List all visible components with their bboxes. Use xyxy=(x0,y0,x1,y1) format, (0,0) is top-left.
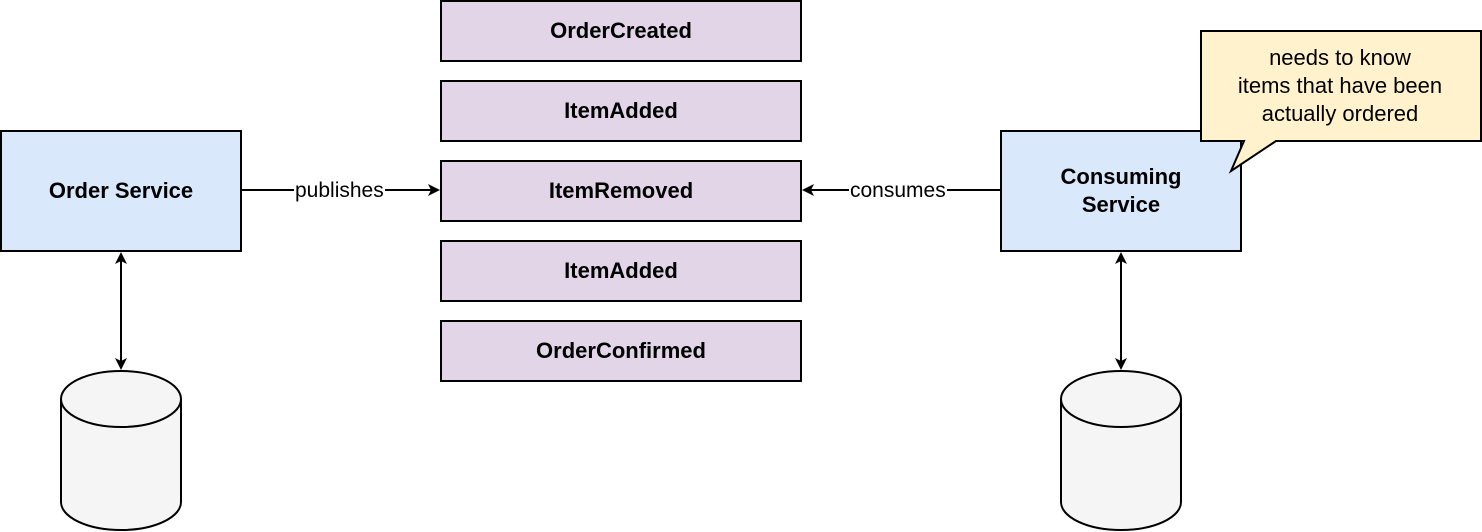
event-label: ItemAdded xyxy=(564,98,678,123)
event-label: OrderConfirmed xyxy=(536,338,706,363)
order-service-label: Order Service xyxy=(48,178,194,203)
callout-line-3: actually ordered xyxy=(1261,101,1419,126)
event-item-added-second: ItemAdded xyxy=(440,240,802,302)
consuming-service-label-line1: Consuming xyxy=(1060,164,1182,189)
consuming-database xyxy=(1060,370,1182,531)
publishes-label: publishes xyxy=(294,179,385,203)
callout-note: needs to know items that have been actua… xyxy=(1202,32,1478,140)
consuming-service-box: Consuming Service xyxy=(1000,130,1242,252)
event-label: ItemRemoved xyxy=(548,178,694,203)
event-item-removed: ItemRemoved xyxy=(440,160,802,222)
event-order-confirmed: OrderConfirmed xyxy=(440,320,802,382)
event-label: ItemAdded xyxy=(564,258,678,283)
callout-line-2: items that have been xyxy=(1237,73,1443,98)
event-item-added: ItemAdded xyxy=(440,80,802,142)
consuming-service-label-line2: Service xyxy=(1081,192,1161,217)
event-order-created: OrderCreated xyxy=(440,0,802,62)
event-label: OrderCreated xyxy=(550,18,692,43)
consumes-label: consumes xyxy=(849,179,947,203)
order-database xyxy=(60,370,182,531)
callout-line-1: needs to know xyxy=(1269,45,1411,70)
order-service-box: Order Service xyxy=(0,130,242,252)
